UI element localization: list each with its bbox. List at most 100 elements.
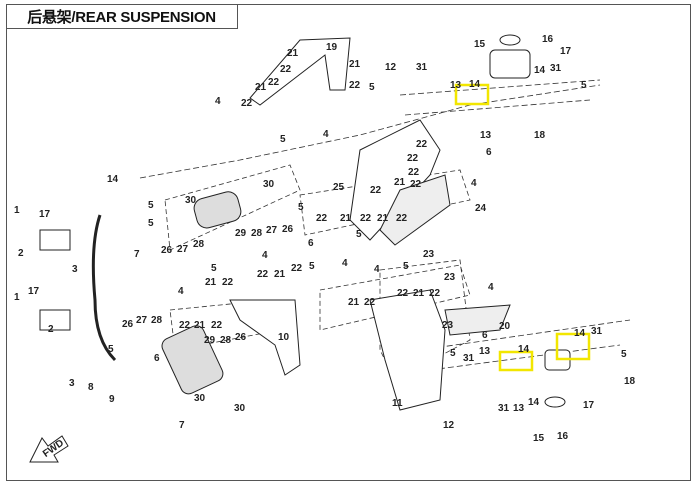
callout-21: 21: [287, 48, 299, 59]
callout-6: 6: [482, 330, 488, 341]
callout-22: 22: [222, 277, 234, 288]
bracket-2b: [39, 309, 71, 331]
diagram-title: 后悬架/REAR SUSPENSION: [6, 4, 238, 29]
callout-5: 5: [369, 82, 375, 93]
callout-22: 22: [429, 288, 441, 299]
callout-5: 5: [621, 349, 627, 360]
callout-5: 5: [148, 200, 154, 211]
callout-8: 8: [88, 382, 94, 393]
callout-1: 1: [14, 292, 20, 303]
callout-31: 31: [498, 403, 510, 414]
callout-14: 14: [107, 174, 119, 185]
callout-23: 23: [423, 249, 435, 260]
callout-26: 26: [161, 245, 173, 256]
callout-19: 19: [326, 42, 338, 53]
callout-6: 6: [154, 353, 160, 364]
swingarm-upper: [249, 37, 351, 106]
highlight-part-14-upper: [454, 83, 490, 106]
callout-22: 22: [397, 288, 409, 299]
hub-15: [489, 49, 531, 79]
callout-5: 5: [403, 261, 409, 272]
callout-31: 31: [416, 62, 428, 73]
diagram-frame: [6, 4, 691, 481]
callout-15: 15: [474, 39, 486, 50]
callout-17: 17: [560, 46, 572, 57]
callout-22: 22: [349, 80, 361, 91]
callout-17: 17: [583, 400, 595, 411]
callout-22: 22: [407, 153, 419, 164]
callout-21: 21: [205, 277, 217, 288]
callout-21: 21: [394, 177, 406, 188]
callout-4: 4: [488, 282, 494, 293]
callout-14: 14: [534, 65, 546, 76]
callout-1: 1: [14, 205, 20, 216]
highlight-boxes: [454, 83, 591, 372]
callout-31: 31: [463, 353, 475, 364]
callout-5: 5: [356, 229, 362, 240]
callout-13: 13: [513, 403, 525, 414]
callout-5: 5: [148, 218, 154, 229]
callout-27: 27: [136, 315, 148, 326]
callout-2: 2: [48, 324, 54, 335]
callout-21: 21: [413, 288, 425, 299]
callout-22: 22: [370, 185, 382, 196]
callout-28: 28: [220, 335, 232, 346]
callout-18: 18: [534, 130, 546, 141]
callout-12: 12: [385, 62, 397, 73]
callout-27: 27: [266, 225, 278, 236]
callout-12: 12: [443, 420, 455, 431]
callout-5: 5: [309, 261, 315, 272]
callout-5: 5: [108, 344, 114, 355]
callout-18: 18: [624, 376, 636, 387]
callout-22: 22: [291, 263, 303, 274]
callout-11: 11: [392, 398, 403, 409]
callout-22: 22: [241, 98, 253, 109]
callout-25: 25: [333, 182, 345, 193]
ring-16: [544, 396, 566, 408]
callout-6: 6: [486, 147, 492, 158]
callout-10: 10: [278, 332, 290, 343]
callout-16: 16: [542, 34, 554, 45]
callout-26: 26: [282, 224, 294, 235]
callout-22: 22: [211, 320, 223, 331]
callout-9: 9: [109, 394, 115, 405]
callout-22: 22: [316, 213, 328, 224]
callout-5: 5: [298, 202, 304, 213]
ring-16-top: [499, 34, 521, 46]
callout-5: 5: [211, 263, 217, 274]
callout-22: 22: [364, 297, 376, 308]
callout-22: 22: [360, 213, 372, 224]
callout-26: 26: [235, 332, 247, 343]
callout-30: 30: [234, 403, 246, 414]
callout-3: 3: [69, 378, 75, 389]
callout-22: 22: [408, 167, 420, 178]
callout-30: 30: [194, 393, 206, 404]
callout-6: 6: [308, 238, 314, 249]
callout-16: 16: [557, 431, 569, 442]
arm-10: [229, 299, 301, 376]
callout-28: 28: [151, 315, 163, 326]
callout-4: 4: [262, 250, 268, 261]
callout-24: 24: [475, 203, 487, 214]
callout-21: 21: [340, 213, 352, 224]
callout-5: 5: [450, 348, 456, 359]
callout-15: 15: [533, 433, 545, 444]
callout-4: 4: [215, 96, 221, 107]
callout-22: 22: [280, 64, 292, 75]
callout-31: 31: [550, 63, 562, 74]
callout-22: 22: [416, 139, 428, 150]
bracket-2: [39, 229, 71, 251]
callout-28: 28: [193, 239, 205, 250]
callout-22: 22: [179, 320, 191, 331]
callout-29: 29: [204, 335, 216, 346]
callout-5: 5: [581, 80, 587, 91]
callout-30: 30: [263, 179, 275, 190]
callout-4: 4: [323, 129, 329, 140]
callout-4: 4: [374, 264, 380, 275]
callout-27: 27: [177, 244, 189, 255]
callout-22: 22: [257, 269, 269, 280]
highlight-part-14-right: [555, 332, 591, 361]
callout-4: 4: [178, 286, 184, 297]
